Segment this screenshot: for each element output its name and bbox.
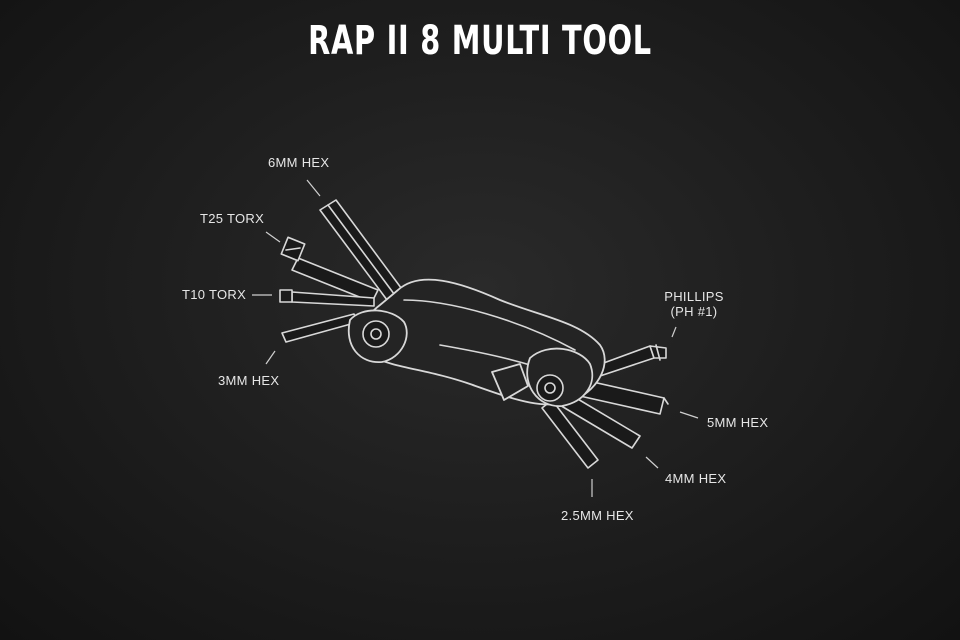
page-title: RAP II 8 MULTI TOOL	[308, 18, 652, 64]
leader-t25-torx	[265, 231, 281, 243]
label-3mm-hex: 3MM HEX	[218, 373, 280, 388]
leader-4mm-hex	[645, 456, 659, 469]
leader-3mm-hex	[265, 350, 276, 365]
label-5mm-hex: 5MM HEX	[707, 415, 769, 430]
leader-6mm-hex	[306, 179, 321, 197]
torx-t25-bit	[280, 236, 379, 303]
label-phillips: PHILLIPS (PH #1)	[654, 289, 734, 319]
hex-3mm-bit	[281, 313, 359, 343]
label-t10-torx: T10 TORX	[182, 287, 247, 302]
label-6mm-hex: 6MM HEX	[268, 155, 330, 170]
label-phillips-line2: (PH #1)	[670, 304, 718, 319]
leader-phillips	[671, 326, 677, 338]
tool-body	[347, 278, 606, 407]
label-phillips-line1: PHILLIPS	[664, 289, 724, 304]
label-4mm-hex: 4MM HEX	[665, 471, 727, 486]
label-2-5mm-hex: 2.5MM HEX	[561, 508, 634, 523]
label-t25-torx: T25 TORX	[200, 211, 265, 226]
hex-2-5mm-bit	[541, 399, 599, 469]
torx-t10-bit	[279, 289, 375, 307]
leader-5mm-hex	[679, 411, 699, 419]
